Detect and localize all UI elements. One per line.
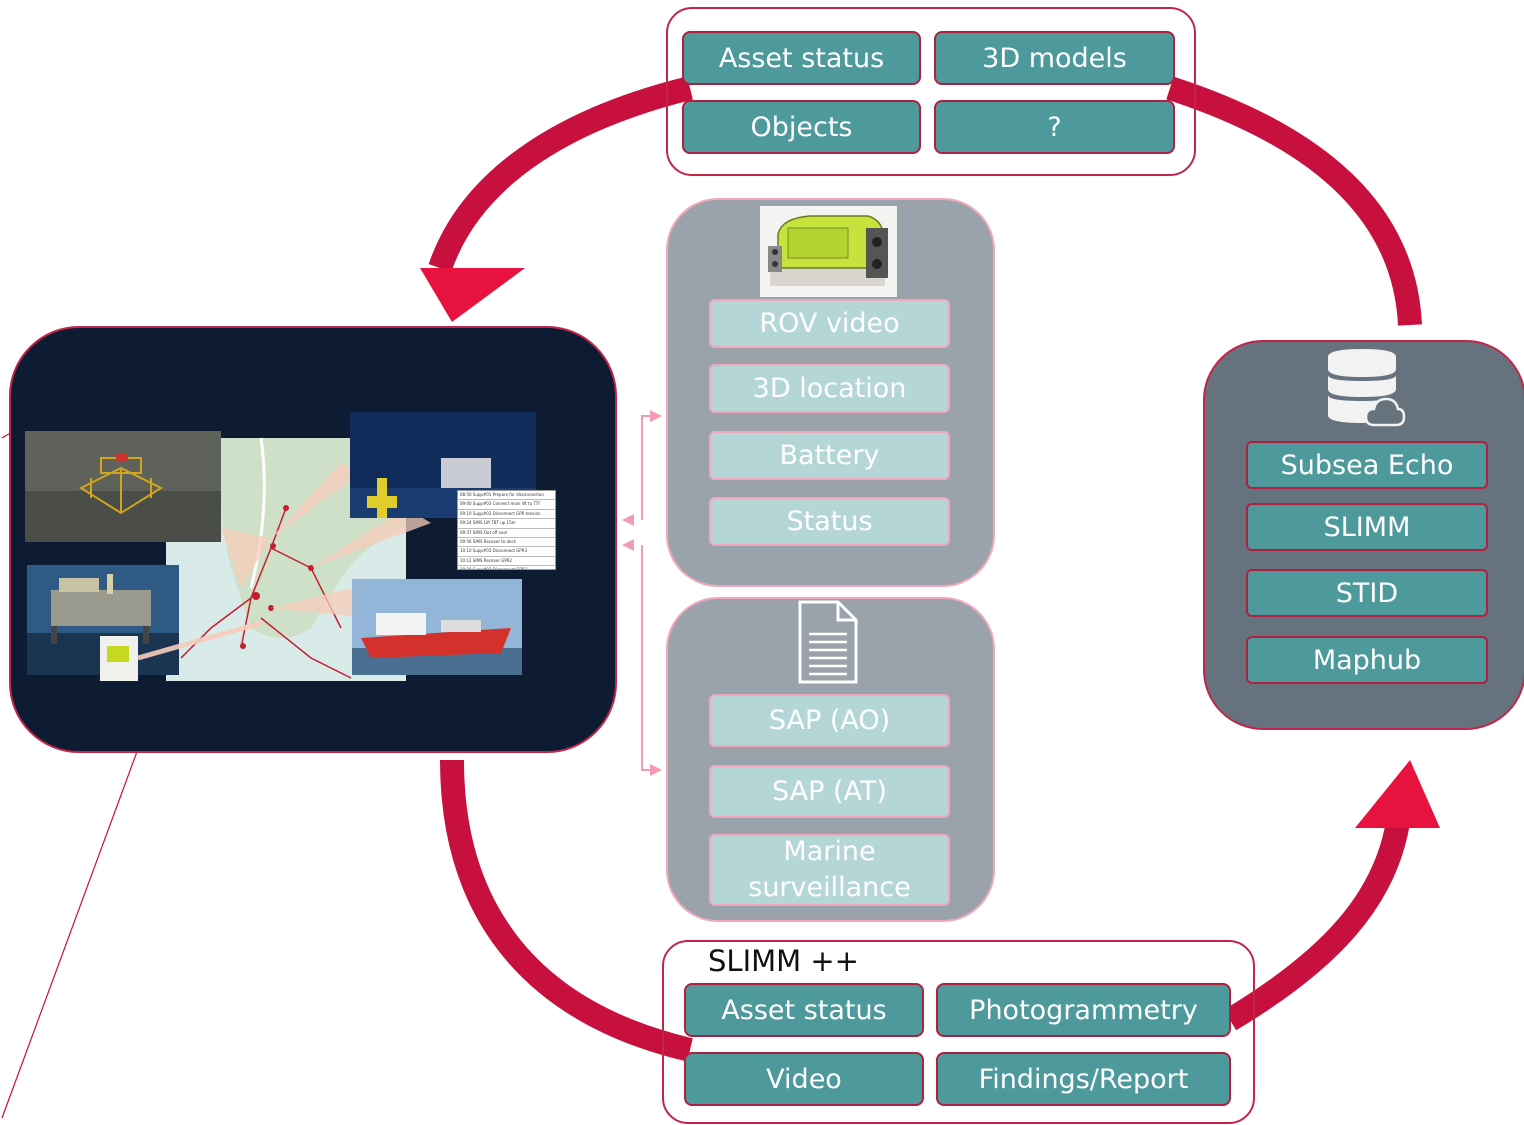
top-3d-models-button[interactable]: 3D models [934, 31, 1175, 85]
top-unknown-button[interactable]: ? [934, 100, 1175, 154]
small-rov-image [100, 620, 262, 681]
rov-vehicle-image [760, 206, 897, 297]
arrow-bottom-left [440, 759, 693, 1062]
bottom-panel [662, 940, 1255, 1124]
arrow-bottom-right [1223, 819, 1410, 1031]
battery-item[interactable]: Battery [709, 431, 950, 480]
sap-at-item[interactable]: SAP (AT) [709, 765, 950, 818]
arrow-top-right [1166, 76, 1422, 326]
stid-item[interactable]: STID [1246, 569, 1488, 617]
bottom-asset-status-button[interactable]: Asset status [684, 983, 924, 1037]
subsea-echo-item[interactable]: Subsea Echo [1246, 441, 1488, 489]
bottom-panel-title: SLIMM ++ [708, 944, 859, 978]
top-asset-status-button[interactable]: Asset status [682, 31, 921, 85]
arrowhead-up-right [1355, 760, 1440, 828]
top-panel [666, 7, 1196, 176]
sap-ao-item[interactable]: SAP (AO) [709, 694, 950, 747]
dashboard-panel: 08:50 Supp#01 Prepare for disconnection … [9, 326, 617, 753]
schedule-table-image: 08:50 Supp#01 Prepare for disconnection … [457, 490, 556, 570]
3d-location-item[interactable]: 3D location [709, 364, 950, 413]
findings-report-button[interactable]: Findings/Report [936, 1052, 1231, 1106]
status-item[interactable]: Status [709, 497, 950, 546]
maphub-item[interactable]: Maphub [1246, 636, 1488, 684]
photogrammetry-button[interactable]: Photogrammetry [936, 983, 1231, 1037]
rov-video-item[interactable]: ROV video [709, 299, 950, 348]
arrow-top-left [428, 76, 693, 273]
marine-surveillance-item[interactable]: Marine surveillance [709, 834, 950, 906]
arrowhead-down-left [420, 268, 525, 322]
subsea-structure-image [25, 431, 221, 542]
slimm-item[interactable]: SLIMM [1246, 503, 1488, 551]
document-icon [796, 598, 860, 686]
database-cloud-icon [1326, 349, 1406, 429]
top-objects-button[interactable]: Objects [682, 100, 921, 154]
vessel-image [352, 579, 522, 675]
video-button[interactable]: Video [684, 1052, 924, 1106]
